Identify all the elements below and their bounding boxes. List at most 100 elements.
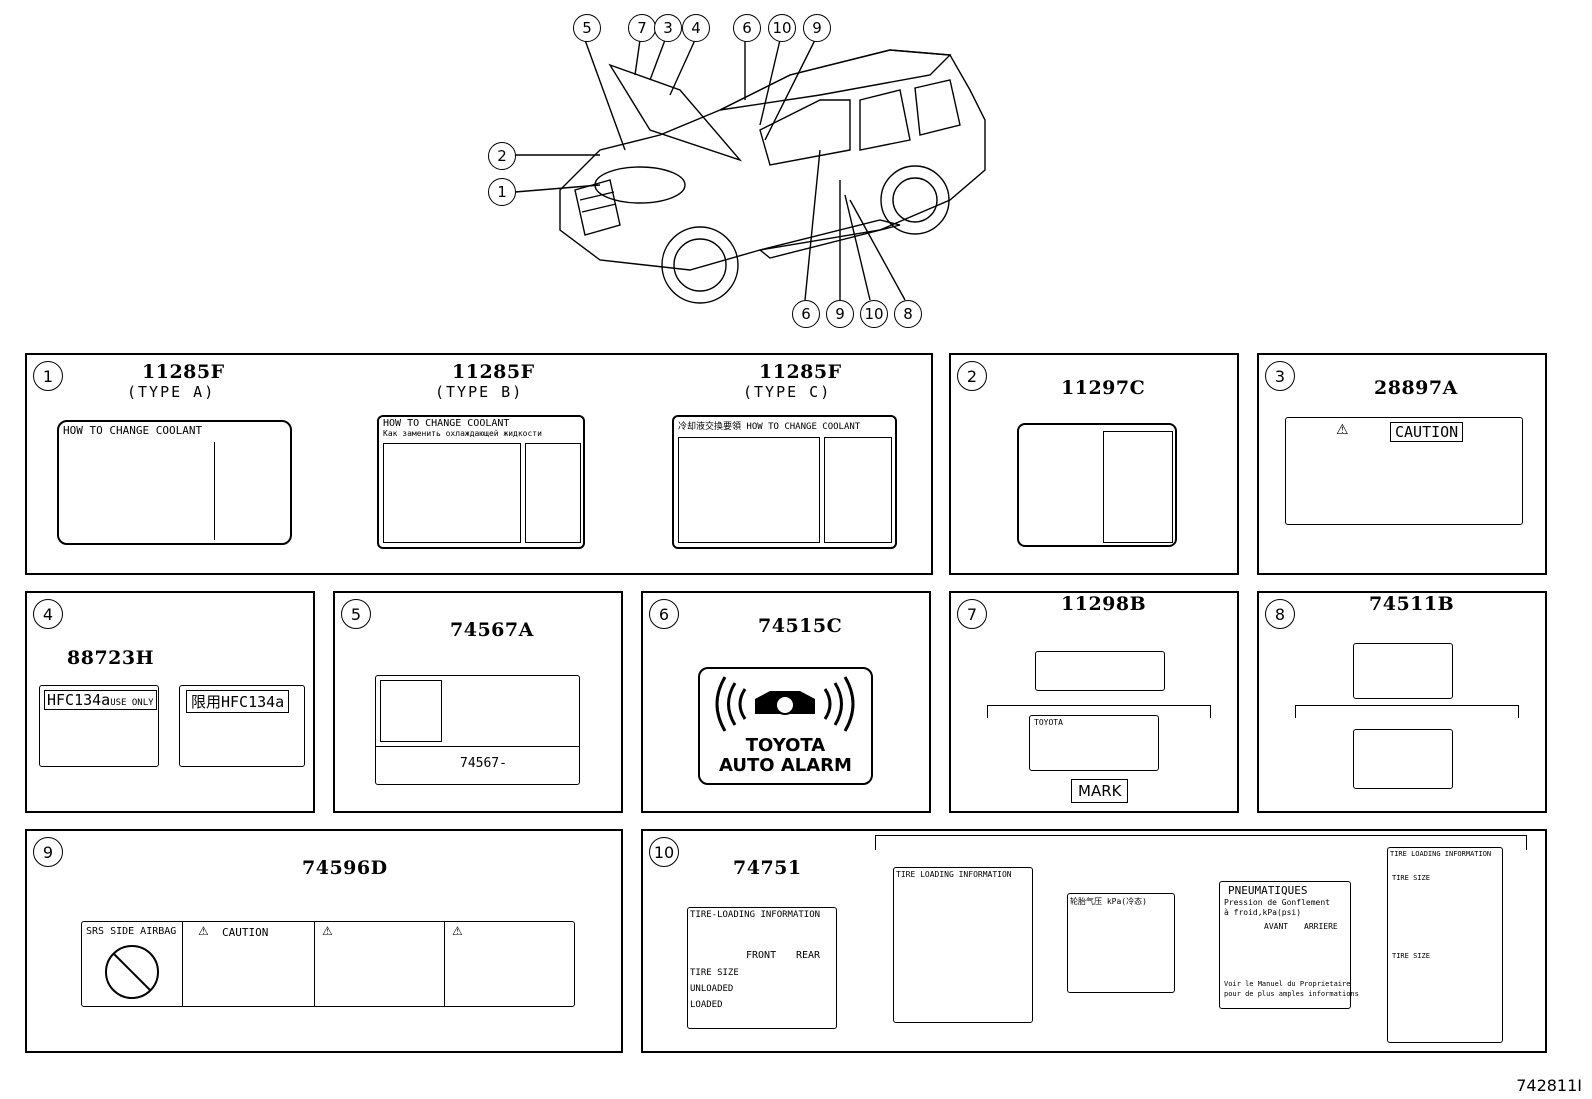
refrigerant-label-b: 限用HFC134a [179, 685, 305, 767]
panel-6: 6 74515C TOYOTA AUTO ALARM [641, 591, 931, 813]
vin-label-a [1035, 651, 1165, 691]
panel-number: 2 [957, 361, 987, 391]
use-only: USE ONLY [110, 698, 154, 708]
part-number-type-c: 11285F [759, 361, 842, 383]
diagram-code: 742811I [1516, 1076, 1582, 1095]
callout-5: 5 [573, 14, 601, 42]
label-title: HOW TO CHANGE COOLANT [383, 418, 510, 429]
refrigerant-type: HFC134aUSE ONLY [44, 690, 157, 710]
tire-loading-label-main: TIRE-LOADING INFORMATION FRONT REAR TIRE… [687, 907, 837, 1029]
refrigerant-label-a: HFC134aUSE ONLY [39, 685, 159, 767]
variant-bracket [1295, 705, 1519, 718]
warning-triangle-icon: ⚠ [198, 924, 209, 938]
part-number: 88723H [67, 647, 155, 669]
pictogram-grid [1103, 431, 1173, 543]
emission-label-a [1353, 643, 1453, 699]
fr-sub-1: Pression de Gonflement [1224, 898, 1330, 907]
alarm-line-1: TOYOTA [745, 735, 826, 756]
part-number: 74596D [302, 857, 388, 879]
text-block [383, 443, 521, 543]
fr-title: PNEUMATIQUES [1228, 884, 1308, 897]
label-box [380, 680, 442, 742]
warning-triangle-icon: ⚠ [452, 924, 463, 938]
panel-8: 8 74511B [1257, 591, 1547, 813]
panel-number: 8 [1265, 599, 1295, 629]
label-title: HOW TO CHANGE COOLANT [63, 424, 203, 437]
panel-1-coolant-labels: 1 11285F (TYPE A) HOW TO CHANGE COOLANT … [25, 353, 933, 575]
engine-illustration [214, 442, 287, 540]
front-header: FRONT [746, 950, 777, 961]
section-divider [182, 922, 183, 1006]
right-row-1: TIRE SIZE [1392, 874, 1430, 882]
callout-6-bottom: 6 [792, 300, 820, 328]
callout-10-bottom: 10 [860, 300, 888, 328]
airbag-label: SRS SIDE AIRBAG CAUTION ⚠ ⚠ ⚠ [81, 921, 575, 1007]
section-divider [444, 922, 445, 1006]
tire-title: TIRE-LOADING INFORMATION [690, 910, 821, 920]
tire-label-fr: PNEUMATIQUES Pression de Gonflement à fr… [1219, 881, 1359, 1009]
alarm-line-2: AUTO ALARM [719, 755, 852, 776]
warning-triangle-icon: ⚠ [1336, 422, 1349, 438]
panel-4: 4 88723H HFC134aUSE ONLY 限用HFC134a [25, 591, 315, 813]
callout-10-top: 10 [768, 14, 796, 42]
part-number: 11298B [1061, 593, 1147, 615]
callout-9-top: 9 [803, 14, 831, 42]
refrigerant-type-cn: 限用HFC134a [186, 690, 290, 713]
cn-title: 轮胎气压 kPa(冷态) [1070, 897, 1147, 906]
vehicle-overview [514, 39, 986, 304]
callout-3: 3 [654, 14, 682, 42]
row-unloaded: UNLOADED [690, 984, 734, 994]
auto-alarm-label: TOYOTA AUTO ALARM [698, 667, 873, 785]
panel-number: 4 [33, 599, 63, 629]
coolant-label-type-a: HOW TO CHANGE COOLANT [57, 420, 292, 545]
warning-triangle-icon: ⚠ [322, 924, 333, 938]
alt-title: TIRE LOADING INFORMATION [896, 870, 1012, 879]
panel-10: 10 74751 TIRE-LOADING INFORMATION FRONT … [641, 829, 1547, 1053]
panel-number: 3 [1265, 361, 1295, 391]
callout-2: 2 [488, 142, 516, 170]
rear-header: REAR [796, 950, 821, 961]
emission-label-b [1353, 729, 1453, 789]
part-number: 74511B [1369, 593, 1455, 615]
part-number: 11297C [1061, 377, 1146, 399]
engine-illustration [824, 437, 892, 543]
part-number: 74515C [758, 615, 843, 637]
variant-bracket [987, 705, 1211, 718]
refrigerant-name: HFC134a [47, 691, 111, 709]
tire-loading-label-alt: TIRE LOADING INFORMATION [893, 867, 1033, 1023]
part-number: 74567A [450, 619, 534, 641]
callout-1: 1 [488, 178, 516, 206]
panel-7: 7 11298B TOYOTA MARK [949, 591, 1239, 813]
panel-3: 3 28897A ⚠ CAUTION [1257, 353, 1547, 575]
section-divider [314, 922, 315, 1006]
row-loaded: LOADED [690, 1000, 723, 1010]
car-alarm-icon [715, 676, 855, 732]
vin-label-b: TOYOTA [1029, 715, 1159, 771]
panel-number: 10 [649, 837, 679, 867]
mark-callout: MARK [1071, 779, 1129, 803]
panel-5: 5 74567A 74567- [333, 591, 623, 813]
panel-number: 7 [957, 599, 987, 629]
type-b-caption: (TYPE B) [435, 383, 524, 401]
text-block [678, 437, 820, 543]
airbag-title: SRS SIDE AIRBAG [86, 926, 177, 937]
label-code: 74567- [460, 756, 507, 771]
type-a-caption: (TYPE A) [127, 383, 216, 401]
part-number: 28897A [1374, 377, 1458, 399]
no-child-seat-icon [105, 945, 159, 999]
engine-illustration [525, 443, 581, 543]
label-subtitle: Как заменить охлаждающей жидкости [383, 429, 542, 438]
panel-2: 2 11297C [949, 353, 1239, 575]
fr-sub-2: à froid,kPa(psi) [1224, 908, 1302, 917]
callout-7: 7 [628, 14, 656, 42]
label-divider [376, 746, 579, 747]
callout-6-top: 6 [733, 14, 761, 42]
fr-arriere: ARRIERE [1304, 922, 1338, 931]
info-label: 74567- [375, 675, 580, 785]
part-number-type-b: 11285F [452, 361, 535, 383]
right-title: TIRE LOADING INFORMATION [1390, 850, 1492, 858]
warning-label [1017, 423, 1177, 547]
part-number: 74751 [733, 857, 802, 879]
callout-4: 4 [682, 14, 710, 42]
variant-bracket [875, 835, 1527, 850]
